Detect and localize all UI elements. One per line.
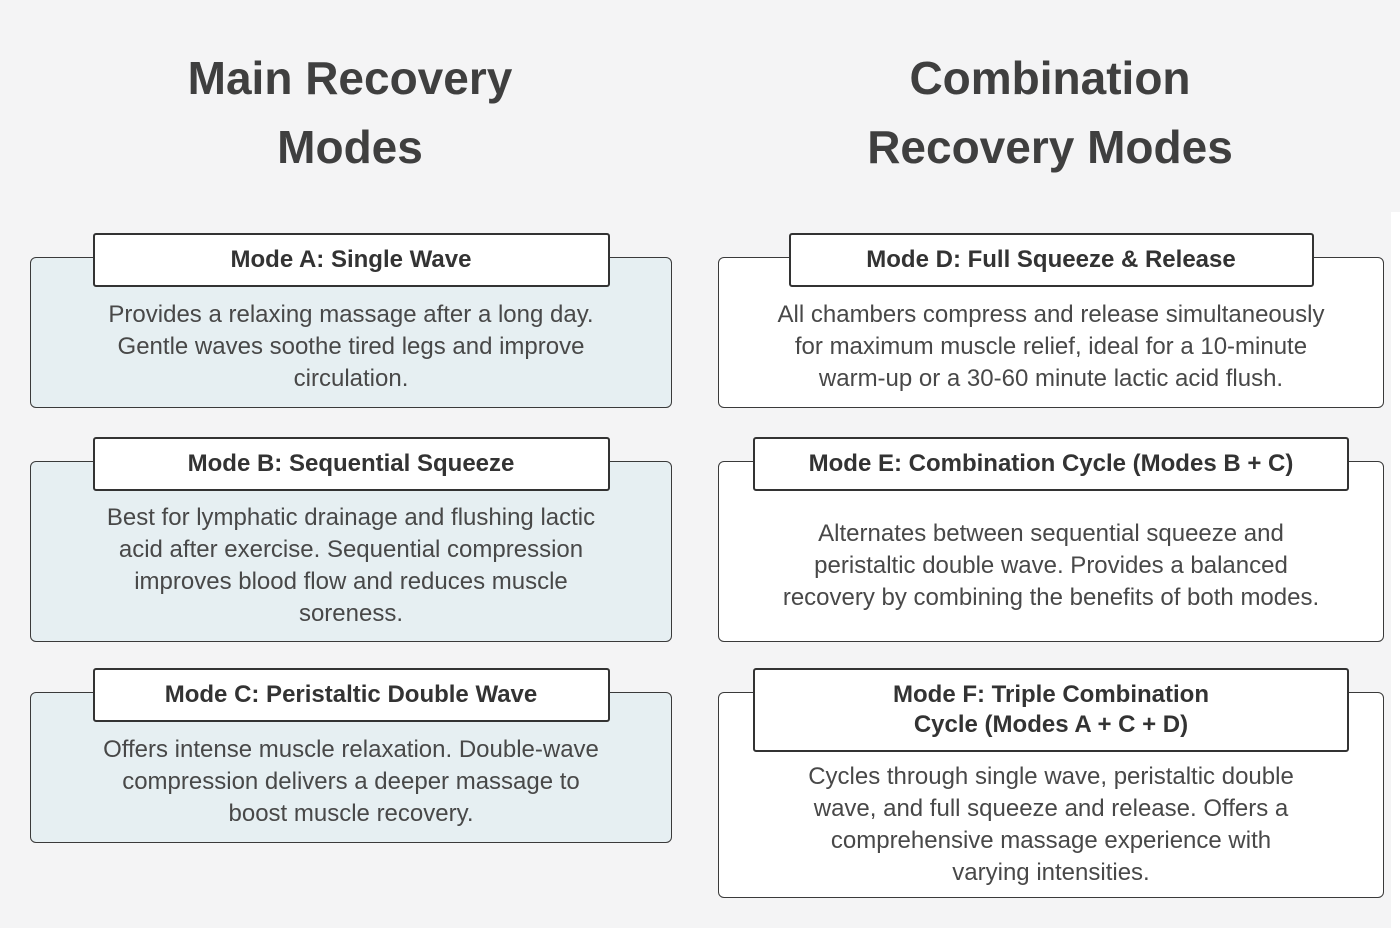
card-mode-d-title: Mode D: Full Squeeze & Release [788, 233, 1314, 287]
description-lines: Best for lymphatic drainage and flushing… [107, 502, 595, 630]
card-mode-f-title-text: Mode F: Triple Combination Cycle (Modes … [893, 681, 1209, 738]
description-lines: Provides a relaxing massage after a long… [108, 299, 593, 395]
card-mode-b-title-text: Mode B: Sequential Squeeze [187, 450, 515, 477]
card-mode-c: Offers intense muscle relaxation. Double… [30, 668, 672, 843]
description-line: Cycles through single wave, peristaltic … [808, 763, 1294, 790]
right-edge-highlight [1391, 212, 1400, 928]
heading-combination-recovery-modes: Combination Recovery Modes [700, 44, 1400, 182]
description-line: Best for lymphatic drainage and flushing… [106, 504, 596, 531]
card-mode-b-title: Mode B: Sequential Squeeze [92, 437, 610, 491]
description-lines: All chambers compress and release simult… [778, 299, 1325, 395]
card-mode-f: Cycles through single wave, peristaltic … [718, 668, 1384, 898]
description-line: acid after exercise. Sequential compress… [118, 536, 584, 563]
card-mode-e-title-text: Mode E: Combination Cycle (Modes B + C) [808, 450, 1294, 477]
description-lines: Offers intense muscle relaxation. Double… [103, 734, 599, 830]
description-line: recovery by combining the benefits of bo… [782, 584, 1320, 611]
description-line: varying intensities. [952, 859, 1150, 886]
card-mode-c-title: Mode C: Peristaltic Double Wave [92, 668, 610, 722]
description-line: soreness. [298, 600, 404, 627]
description-line: Gentle waves soothe tired legs and impro… [117, 333, 585, 360]
description-line: Offers intense muscle relaxation. Double… [103, 736, 599, 763]
card-mode-e-title: Mode E: Combination Cycle (Modes B + C) [753, 437, 1349, 491]
description-lines: Cycles through single wave, peristaltic … [808, 761, 1294, 889]
card-mode-c-title-text: Mode C: Peristaltic Double Wave [164, 681, 538, 708]
heading-combination-text: Combination Recovery Modes [867, 52, 1233, 173]
description-line: Alternates between sequential squeeze an… [818, 520, 1284, 547]
card-mode-a-title: Mode A: Single Wave [92, 233, 610, 287]
card-mode-b-description: Best for lymphatic drainage and flushing… [30, 461, 672, 642]
heading-main-text: Main Recovery Modes [187, 52, 513, 173]
card-mode-b: Best for lymphatic drainage and flushing… [30, 437, 672, 642]
heading-main-recovery-modes: Main Recovery Modes [0, 44, 700, 182]
description-line: warm-up or a 30-60 minute lactic acid fl… [818, 365, 1284, 392]
description-line: for maximum muscle relief, ideal for a 1… [794, 333, 1308, 360]
description-line: wave, and full squeeze and release. Offe… [813, 795, 1289, 822]
card-mode-e: Alternates between sequential squeeze an… [718, 437, 1384, 642]
card-mode-a: Provides a relaxing massage after a long… [30, 233, 672, 408]
card-mode-f-title: Mode F: Triple Combination Cycle (Modes … [753, 668, 1349, 752]
description-line: circulation. [293, 365, 409, 392]
description-line: compression delivers a deeper massage to [122, 768, 580, 795]
description-lines: Alternates between sequential squeeze an… [783, 518, 1319, 614]
card-mode-d: All chambers compress and release simult… [718, 233, 1384, 408]
description-line: improves blood flow and reduces muscle [134, 568, 568, 595]
card-mode-d-title-text: Mode D: Full Squeeze & Release [866, 246, 1236, 273]
description-line: peristaltic double wave. Provides a bala… [814, 552, 1288, 579]
description-line: comprehensive massage experience with [830, 827, 1272, 854]
card-mode-e-description: Alternates between sequential squeeze an… [718, 461, 1384, 642]
description-line: boost muscle recovery. [228, 800, 474, 827]
description-line: Provides a relaxing massage after a long… [108, 301, 594, 328]
description-line: All chambers compress and release simult… [777, 301, 1325, 328]
card-mode-a-title-text: Mode A: Single Wave [230, 246, 472, 273]
